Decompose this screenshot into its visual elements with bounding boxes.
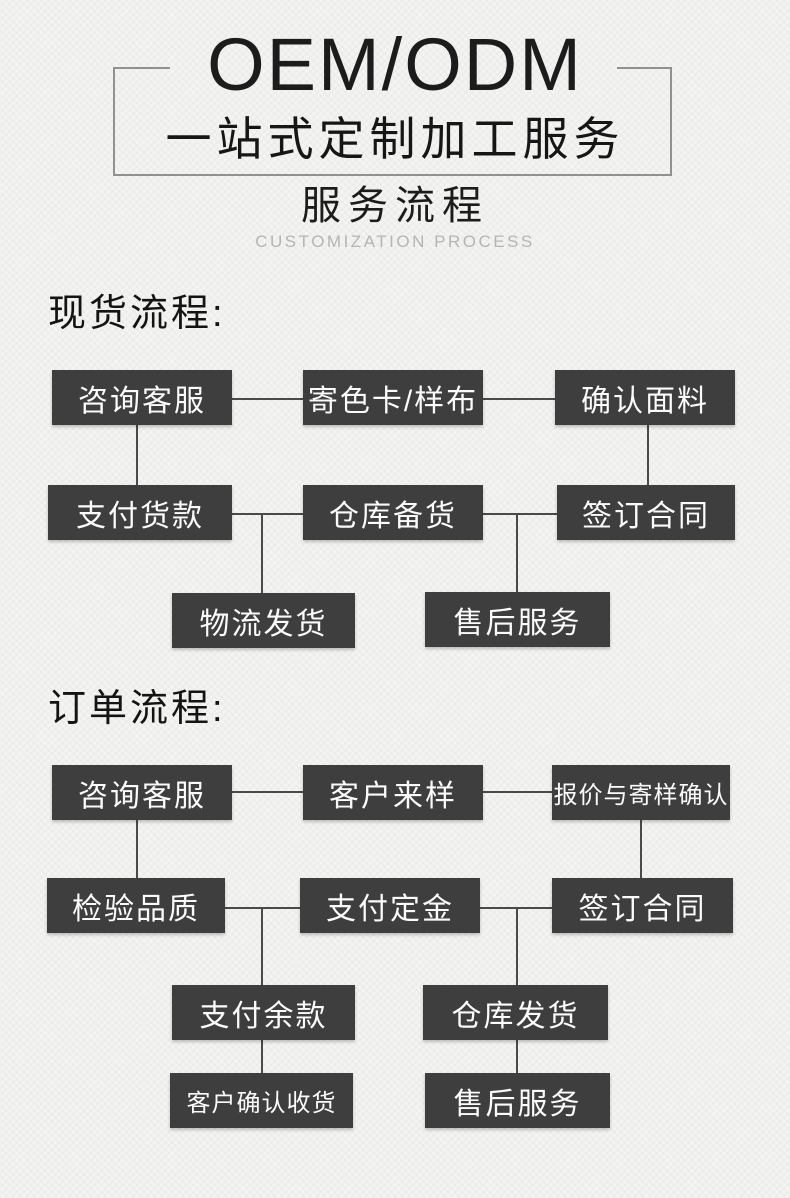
connector-line <box>261 513 263 593</box>
connector-line <box>261 1040 263 1073</box>
flow-node: 客户来样 <box>303 765 483 820</box>
stock-flow-heading: 现货流程: <box>48 293 226 335</box>
connector-line <box>647 425 649 485</box>
flow-node: 支付货款 <box>48 485 232 540</box>
flow-node: 确认面料 <box>555 370 735 425</box>
frame-bottom-line <box>113 174 672 176</box>
flow-node: 客户确认收货 <box>170 1073 353 1128</box>
flow-node: 签订合同 <box>557 485 735 540</box>
connector-line <box>232 398 303 400</box>
connector-line <box>483 398 555 400</box>
flow-node: 仓库备货 <box>303 485 483 540</box>
page-title: OEM/ODM <box>207 23 583 106</box>
flow-node: 签订合同 <box>552 878 733 933</box>
connector-line <box>136 425 138 485</box>
flow-node: 寄色卡/样布 <box>303 370 483 425</box>
flow-node: 物流发货 <box>172 593 355 648</box>
frame-top-left-line <box>113 67 170 69</box>
frame-left-line <box>113 67 115 176</box>
connector-line <box>516 1040 518 1073</box>
flow-node: 仓库发货 <box>423 985 608 1040</box>
page-subtitle: 一站式定制加工服务 <box>165 113 625 165</box>
flow-node: 售后服务 <box>425 1073 610 1128</box>
connector-line <box>483 791 552 793</box>
flow-node: 售后服务 <box>425 592 610 647</box>
process-title: 服务流程 <box>301 184 489 228</box>
flow-node: 报价与寄样确认 <box>552 765 730 820</box>
connector-line <box>232 513 303 515</box>
connector-line <box>232 791 303 793</box>
connector-line <box>516 513 518 592</box>
connector-line <box>516 907 518 985</box>
order-flow-heading: 订单流程: <box>48 688 226 730</box>
flow-node: 支付定金 <box>300 878 480 933</box>
frame-right-line <box>670 67 672 176</box>
process-subtitle: CUSTOMIZATION PROCESS <box>255 232 535 251</box>
connector-line <box>136 820 138 878</box>
flow-node: 咨询客服 <box>52 765 232 820</box>
flow-node: 支付余款 <box>172 985 355 1040</box>
connector-line <box>483 513 557 515</box>
connector-line <box>640 818 642 878</box>
flow-node: 咨询客服 <box>52 370 232 425</box>
frame-top-right-line <box>617 67 672 69</box>
flow-node: 检验品质 <box>47 878 225 933</box>
connector-line <box>261 907 263 985</box>
